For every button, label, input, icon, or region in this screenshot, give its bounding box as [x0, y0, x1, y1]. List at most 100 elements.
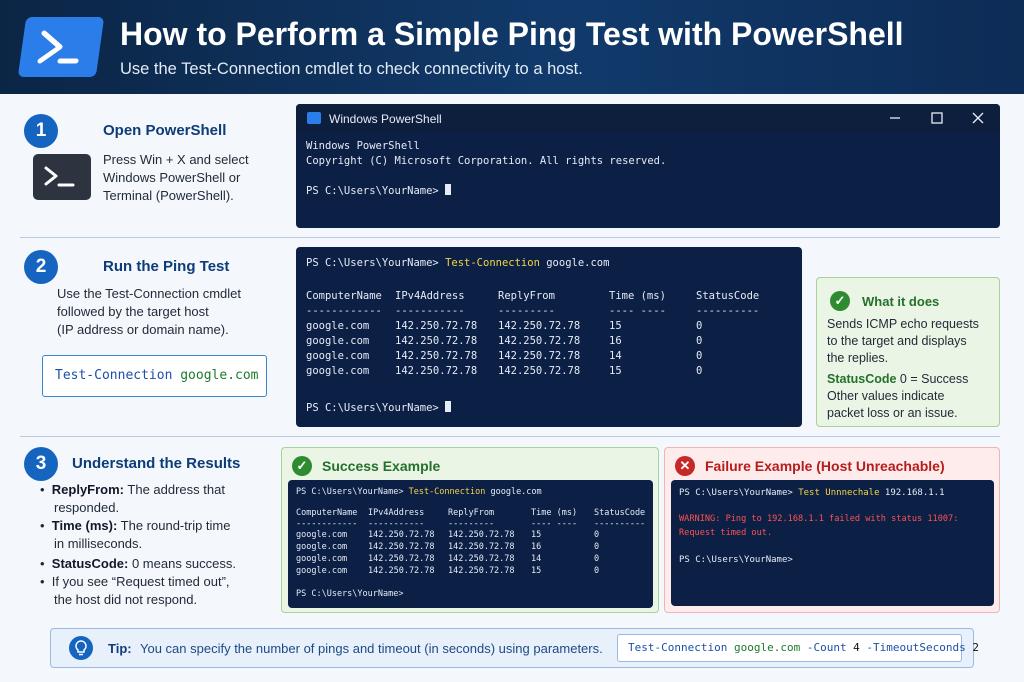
terminal-prompt[interactable]: PS C:\Users\YourName> — [306, 184, 452, 197]
tip-code-value: 2 — [965, 641, 980, 654]
status-label: StatusCode — [827, 372, 897, 386]
table-cell: google.com — [306, 350, 370, 362]
command-arg: 192.168.1.1 — [879, 488, 945, 498]
warning-line: Request timed out. — [679, 528, 773, 538]
table-cell: 142.250.72.78 — [498, 350, 581, 362]
tip-box: Tip: You can specify the number of pings… — [50, 628, 979, 668]
step-1-title: Open PowerShell — [103, 122, 227, 139]
table-cell: 14 — [531, 554, 542, 564]
table-cell: 142.250.72.78 — [498, 320, 581, 332]
col-dashes: ---------- — [594, 519, 646, 529]
command-arg: google.com — [539, 257, 610, 269]
what-it-does-title: What it does — [862, 294, 940, 309]
col-header: Time (ms) — [609, 290, 666, 302]
table-cell: 142.250.72.78 — [368, 530, 435, 540]
tip-code-param: -TimeoutSeconds — [859, 641, 966, 654]
bullet-replyfrom: • ReplyFrom: The address that — [40, 482, 225, 497]
what-text-1: Sends ICMP echo requests — [827, 317, 979, 331]
what-text-6: packet loss or an issue. — [827, 406, 958, 420]
tip-code-param: -Count — [800, 641, 847, 654]
col-dashes: ------------ — [296, 519, 358, 529]
terminal-line: Copyright (C) Microsoft Corporation. All… — [306, 155, 667, 167]
table-cell: 16 — [609, 335, 622, 347]
bullet-time: • Time (ms): The round-trip time — [40, 518, 231, 533]
bullet-time-cont: in milliseconds. — [54, 536, 143, 551]
powershell-window: Windows PowerShell Windows PowerShell Co… — [296, 104, 1000, 228]
terminal-prompt: PS C:\Users\YourName> — [296, 589, 404, 599]
command-text: Test-Connection — [408, 487, 486, 497]
close-icon[interactable] — [971, 111, 985, 125]
table-cell: 0 — [594, 542, 600, 552]
table-cell: google.com — [306, 335, 370, 347]
table-cell: 16 — [531, 542, 542, 552]
bullet-statuscode: • StatusCode: 0 means success. — [40, 556, 236, 571]
step-2-title: Run the Ping Test — [103, 258, 230, 275]
table-cell: 0 — [594, 554, 600, 564]
powershell-window-icon — [307, 112, 321, 124]
col-dashes: ---- ---- — [531, 519, 578, 529]
page-title: How to Perform a Simple Ping Test with P… — [120, 16, 904, 52]
terminal-icon — [33, 154, 91, 200]
code-example: Test-Connection google.com — [42, 355, 267, 397]
col-header: ComputerName — [296, 508, 358, 518]
col-dashes: ----------- — [395, 305, 465, 317]
ping-terminal: PS C:\Users\YourName> Test-Connection go… — [296, 247, 802, 427]
col-dashes: --------- — [498, 305, 555, 317]
table-cell: google.com — [296, 566, 348, 576]
table-cell: google.com — [296, 554, 348, 564]
success-title: Success Example — [322, 458, 441, 474]
prompt-text: PS C:\Users\YourName> — [306, 402, 446, 414]
col-dashes: ---------- — [696, 305, 760, 317]
table-cell: 142.250.72.78 — [498, 335, 581, 347]
terminal-command-line: PS C:\Users\YourName> Test-Connection go… — [296, 487, 542, 497]
step-1-text-2: Windows PowerShell or — [103, 170, 241, 185]
step-1-number: 1 — [24, 114, 58, 148]
maximize-icon[interactable] — [930, 111, 944, 125]
tip-label: Tip: — [108, 641, 132, 656]
bullet-timeout-cont: the host did not respond. — [54, 592, 198, 607]
terminal-prompt: PS C:\Users\YourName> — [679, 555, 793, 565]
table-cell: 15 — [531, 530, 542, 540]
what-text-5: Other values indicate — [827, 389, 945, 403]
step-2-text-2: followed by the target host — [57, 304, 209, 319]
table-cell: 142.250.72.78 — [395, 335, 478, 347]
col-dashes: --------- — [448, 519, 495, 529]
result-bullets: • ReplyFrom: The address that responded.… — [40, 481, 275, 609]
terminal-command-line: PS C:\Users\YourName> Test Unnnechale 19… — [679, 488, 945, 498]
failure-terminal: PS C:\Users\YourName> Test Unnnechale 19… — [671, 480, 994, 606]
x-icon: ✕ — [675, 456, 695, 476]
col-dashes: ---- ---- — [609, 305, 666, 317]
table-cell: 142.250.72.78 — [448, 542, 515, 552]
table-cell: 142.250.72.78 — [448, 530, 515, 540]
window-titlebar — [296, 104, 1000, 132]
success-terminal: PS C:\Users\YourName> Test-Connection go… — [288, 480, 653, 608]
step-2-text-3: (IP address or domain name). — [57, 322, 229, 337]
table-cell: 0 — [696, 335, 703, 347]
col-header: IPv4Address — [368, 508, 425, 518]
col-header: ReplyFrom — [448, 508, 495, 518]
terminal-command-line: PS C:\Users\YourName> Test-Connection go… — [306, 257, 609, 269]
tip-code-value: 4 — [846, 641, 860, 654]
tip-code: Test-Connection google.com -Count 4 -Tim… — [617, 634, 979, 662]
table-cell: 0 — [696, 320, 703, 332]
check-icon: ✓ — [830, 291, 850, 311]
table-cell: google.com — [306, 320, 370, 332]
status-rest: 0 = Success — [896, 372, 969, 386]
what-text-2: to the target and displays — [827, 334, 967, 348]
minimize-icon[interactable] — [888, 111, 902, 125]
col-header: IPv4Address — [395, 290, 465, 302]
terminal-prompt[interactable]: PS C:\Users\YourName> — [306, 401, 452, 414]
step-3-number: 3 — [24, 447, 58, 481]
step-3-title: Understand the Results — [72, 455, 241, 472]
bullet-replyfrom-cont: responded. — [54, 500, 120, 515]
table-cell: 0 — [594, 530, 600, 540]
table-cell: 0 — [696, 365, 703, 377]
prompt-text: PS C:\Users\YourName> — [679, 488, 799, 498]
table-cell: 142.250.72.78 — [368, 566, 435, 576]
header-banner — [0, 0, 1024, 94]
command-text: Test Unnnechale — [798, 488, 880, 498]
status-line: StatusCode 0 = Success — [827, 370, 968, 388]
prompt-text: PS C:\Users\YourName> — [306, 257, 446, 269]
prompt-text: PS C:\Users\YourName> — [296, 487, 409, 497]
table-cell: google.com — [296, 542, 348, 552]
